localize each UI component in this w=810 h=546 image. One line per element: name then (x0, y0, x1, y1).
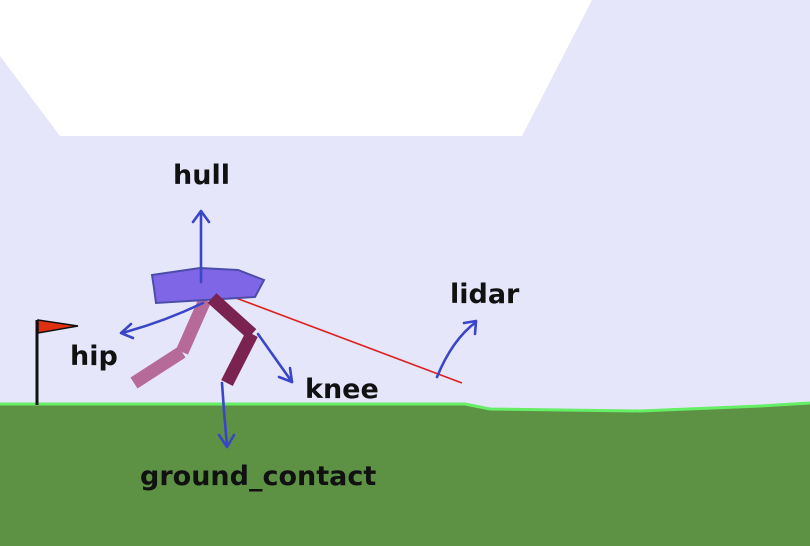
lidar-arrow (435, 319, 478, 379)
knee-arrow (256, 332, 294, 384)
ground-edge (0, 401, 810, 413)
label-lidar: lidar (450, 279, 520, 310)
flag-icon (35, 319, 79, 405)
annotation-arrows (119, 209, 478, 449)
lidar-ray (235, 297, 463, 384)
ground (0, 403, 810, 546)
label-ground-contact: ground_contact (140, 461, 376, 492)
label-hip: hip (70, 341, 118, 372)
label-knee: knee (305, 374, 379, 405)
hull-arrow (191, 209, 211, 284)
hip-arrow (119, 301, 205, 340)
far-leg (130, 297, 211, 389)
ground-contact-arrow (217, 381, 236, 449)
label-hull: hull (173, 160, 230, 191)
near-leg (207, 293, 258, 386)
hull (150, 266, 266, 305)
cloud (0, 0, 592, 136)
